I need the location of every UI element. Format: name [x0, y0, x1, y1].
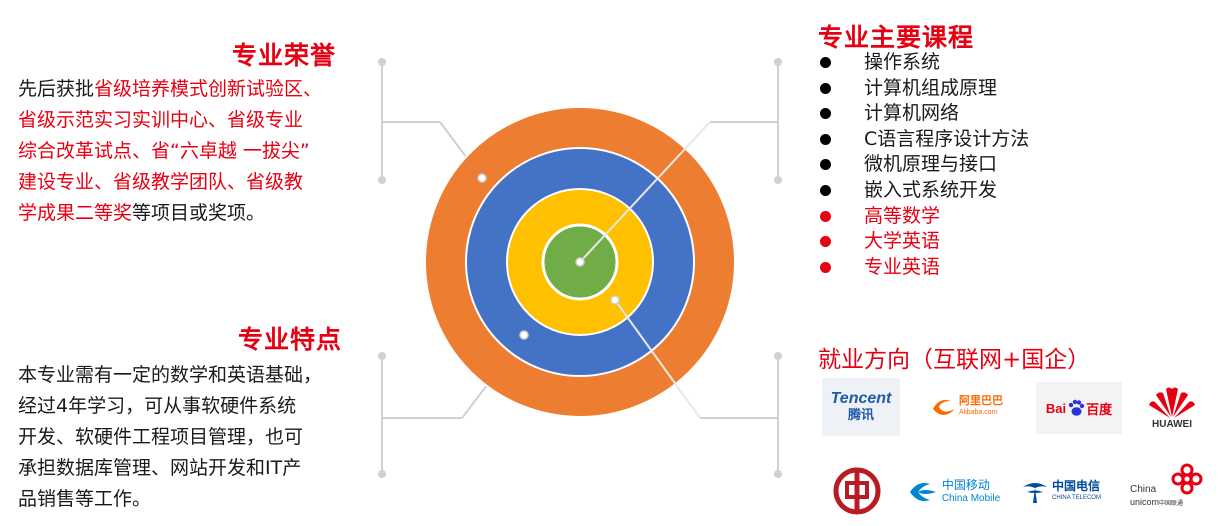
- china-telecom-icon: [1023, 483, 1048, 503]
- connector-dot: [519, 330, 529, 340]
- tencent-logo-en: Tencent: [830, 390, 892, 407]
- honor-text-segment: 学成果二等奖: [18, 202, 133, 224]
- bank-of-china-icon: [833, 467, 881, 515]
- course-item: 高等数学: [818, 204, 1029, 230]
- honor-line: 先后获批省级培养模式创新试验区、: [18, 74, 368, 105]
- connector-dot: [774, 58, 782, 66]
- honor-title: 专业荣誉: [231, 41, 336, 70]
- course-item: 计算机网络: [818, 101, 1029, 127]
- alibaba-smile-icon: [933, 400, 955, 415]
- course-label: 大学英语: [864, 230, 941, 253]
- connector-dot: [378, 470, 386, 478]
- china-unicom-logo-en1: China: [1130, 484, 1157, 495]
- connector-dot: [477, 173, 487, 183]
- bullet-dot-icon: [820, 82, 831, 94]
- connector-dot: [610, 295, 620, 305]
- honor-line: 综合改革试点、省“六卓越 一拔尖”: [18, 136, 368, 167]
- china-telecom-logo-en: CHINA TELECOM: [1052, 495, 1101, 501]
- china-mobile-icon: [909, 483, 936, 501]
- course-item: 大学英语: [818, 229, 1029, 255]
- features-line: 本专业需有一定的数学和英语基础，: [18, 364, 323, 386]
- huawei-logo-text: HUAWEI: [1152, 419, 1192, 430]
- china-unicom-logo-cn: 中国联通: [1159, 500, 1184, 507]
- china-telecom-logo: 中国电信 CHINA TELECOM: [1012, 474, 1110, 510]
- features-line: 品销售等工作。: [18, 488, 152, 510]
- bullet-dot-icon: [820, 159, 831, 171]
- connector-dot: [575, 257, 585, 267]
- honor-text-segment: 综合改革试点、省“六卓越 一拔尖”: [18, 140, 310, 162]
- honor-text-segment: 省级示范实习实训中心、省级专业: [18, 109, 304, 131]
- connector-dot: [774, 176, 782, 184]
- baidu-paw-icon: [1068, 399, 1085, 416]
- bullet-dot-icon: [820, 184, 831, 196]
- features-line: 开发、软硬件工程项目管理，也可: [18, 426, 304, 448]
- china-unicom-logo-en2: unicom: [1130, 497, 1160, 507]
- honor-description: 先后获批省级培养模式创新试验区、省级示范实习实训中心、省级专业综合改革试点、省“…: [18, 74, 368, 229]
- bullet-dot-icon: [820, 261, 831, 273]
- honor-line: 学成果二等奖等项目或奖项。: [18, 198, 368, 229]
- connector-line: [579, 121, 711, 263]
- tencent-logo-cn: 腾讯: [847, 408, 874, 423]
- honor-line: 建设专业、省级教学团队、省级教: [18, 167, 368, 198]
- honor-text-segment: 建设专业、省级教学团队、省级教: [18, 171, 304, 193]
- alibaba-logo-cn: 阿里巴巴: [959, 394, 1003, 407]
- baidu-logo-en: Bai: [1045, 400, 1067, 416]
- china-unicom-logo: China unicom中国联通: [1130, 462, 1210, 516]
- bullet-dot-icon: [820, 108, 831, 120]
- alibaba-logo-en: Alibaba.com: [959, 409, 998, 416]
- connector-dot: [378, 176, 386, 184]
- china-mobile-logo-en: China Mobile: [941, 493, 1001, 504]
- course-item: 计算机组成原理: [818, 76, 1029, 102]
- bank-of-china-logo: [832, 466, 882, 516]
- honor-text-segment: 等项目或奖项。: [132, 202, 266, 224]
- course-item: 操作系统: [818, 50, 1029, 76]
- course-label: 计算机网络: [864, 102, 960, 125]
- course-label: 微机原理与接口: [864, 153, 998, 176]
- course-label: 高等数学: [864, 204, 941, 227]
- connector-dot: [774, 352, 782, 360]
- bullet-dot-icon: [820, 57, 831, 68]
- course-item: 嵌入式系统开发: [818, 178, 1029, 204]
- honor-text-segment: 省级培养模式创新试验区、: [94, 78, 323, 100]
- china-unicom-knot-icon: [1171, 463, 1203, 495]
- honor-line: 省级示范实习实训中心、省级专业: [18, 105, 368, 136]
- china-mobile-logo-cn: 中国移动: [941, 478, 990, 492]
- course-label: C语言程序设计方法: [864, 127, 1030, 150]
- baidu-logo: Bai 百度: [1036, 382, 1122, 434]
- connector-line: [614, 299, 701, 419]
- features-line: 承担数据库管理、网站开发和IT产: [18, 457, 302, 479]
- alibaba-logo: 阿里巴巴 Alibaba.com: [916, 390, 1016, 424]
- china-telecom-logo-cn: 中国电信: [1052, 479, 1101, 493]
- features-title: 专业特点: [237, 325, 342, 354]
- bullet-dot-icon: [820, 236, 831, 248]
- bullet-dot-icon: [820, 210, 831, 222]
- course-item: 专业英语: [818, 255, 1029, 281]
- employment-title: 就业方向（互联网+国企）: [818, 347, 1091, 373]
- course-label: 嵌入式系统开发: [864, 178, 998, 201]
- courses-title: 专业主要课程: [818, 23, 975, 52]
- connector-dot: [378, 58, 386, 66]
- course-item: 微机原理与接口: [818, 152, 1029, 178]
- course-item: C语言程序设计方法: [818, 127, 1029, 153]
- connector-dot: [774, 470, 782, 478]
- features-line: 经过4年学习，可从事软硬件系统: [18, 395, 297, 417]
- china-mobile-logo: 中国移动 China Mobile: [904, 472, 1004, 512]
- baidu-logo-cn: 百度: [1086, 402, 1113, 418]
- bullet-dot-icon: [820, 133, 831, 145]
- course-label: 操作系统: [864, 51, 941, 73]
- huawei-logo: HUAWEI: [1140, 380, 1204, 436]
- tencent-logo: Tencent 腾讯: [822, 378, 900, 436]
- course-label: 专业英语: [864, 255, 941, 278]
- course-label: 计算机组成原理: [864, 76, 998, 99]
- huawei-petals-icon: [1149, 387, 1195, 418]
- connector-dot: [378, 352, 386, 360]
- honor-text-segment: 先后获批: [18, 78, 95, 100]
- features-description: 本专业需有一定的数学和英语基础， 经过4年学习，可从事软硬件系统开发、软硬件工程项…: [18, 360, 368, 515]
